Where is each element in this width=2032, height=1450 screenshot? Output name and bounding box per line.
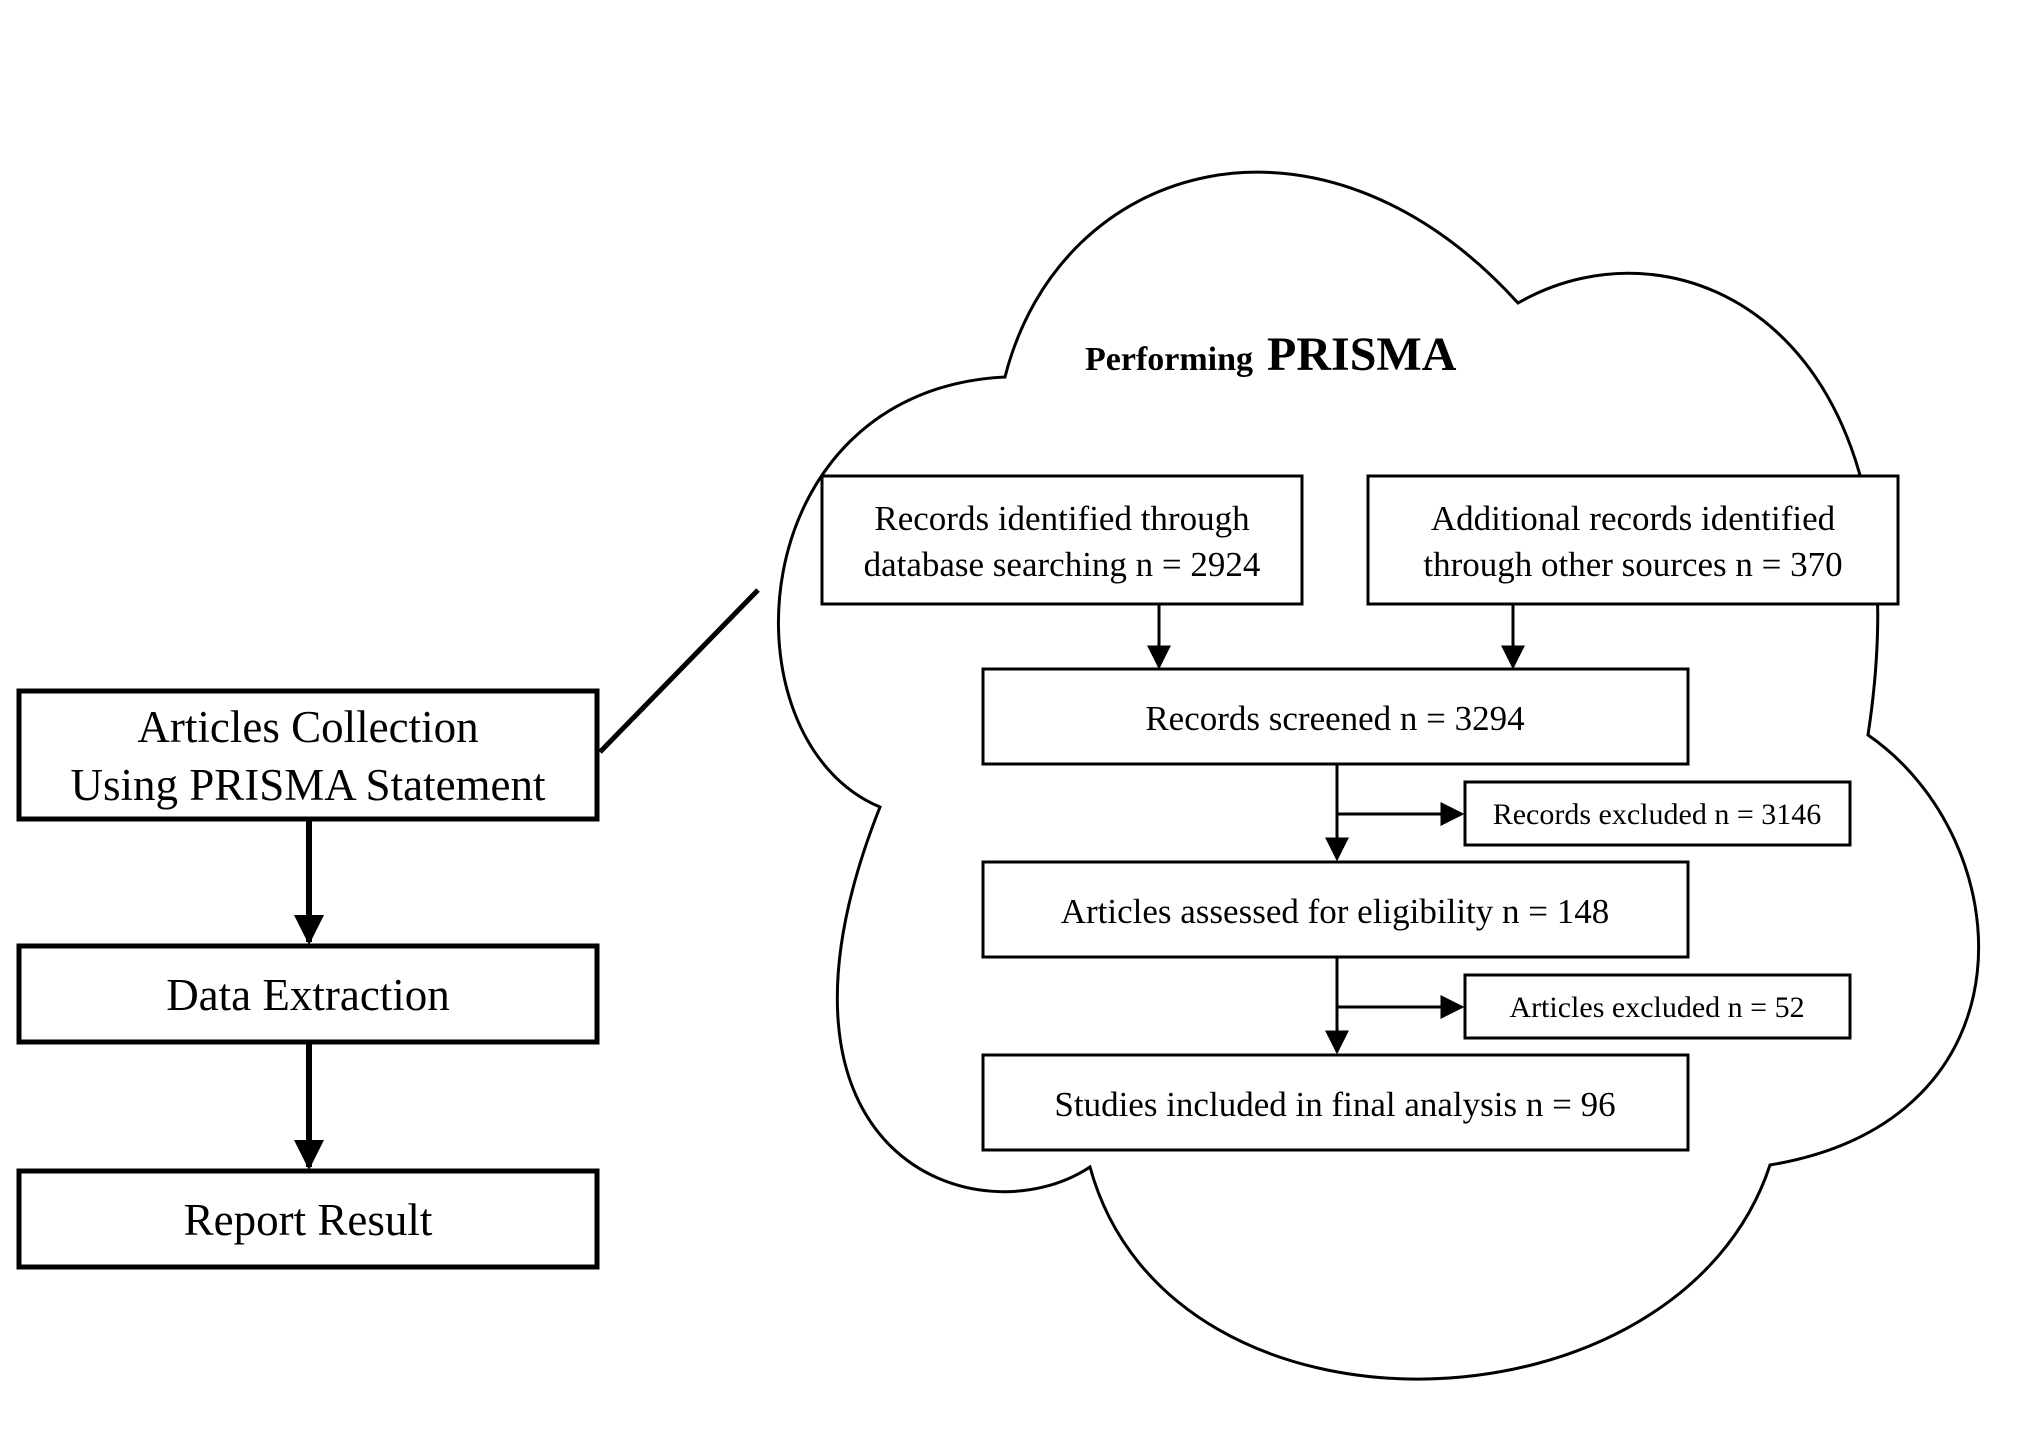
database-records-line2: database searching n = 2924: [864, 545, 1261, 584]
cloud-connector-line: [598, 588, 760, 754]
other-sources-line1: Additional records identified: [1431, 499, 1836, 538]
other-sources-line2: through other sources n = 370: [1423, 545, 1842, 584]
database-records-box: [820, 474, 1304, 606]
records-screened-label: Records screened n = 3294: [1145, 699, 1524, 738]
prisma-title: Performing PRISMA: [1085, 328, 1457, 381]
records-excluded-box: [1463, 780, 1852, 847]
cloud-shape: [776, 170, 1981, 1381]
articles-collection-line2: Using PRISMA Statement: [70, 760, 546, 810]
articles-collection-line1: Articles Collection: [137, 702, 478, 752]
other-sources-box: [1366, 474, 1900, 606]
studies-included-box: [981, 1053, 1690, 1152]
articles-excluded-box: [1463, 973, 1852, 1040]
data-extraction-label: Data Extraction: [166, 970, 450, 1020]
studies-included-label: Studies included in final analysis n = 9…: [1054, 1085, 1615, 1124]
prisma-title-main: PRISMA: [1267, 328, 1457, 381]
prisma-title-prefix: Performing: [1085, 341, 1253, 378]
records-excluded-label: Records excluded n = 3146: [1493, 798, 1822, 831]
articles-excluded-label: Articles excluded n = 52: [1509, 991, 1804, 1024]
report-result-box: [16, 1168, 600, 1270]
assessed-eligibility-box: [981, 860, 1690, 959]
data-extraction-box: [16, 943, 600, 1045]
database-records-line1: Records identified through: [874, 499, 1250, 538]
records-screened-box: [981, 667, 1690, 766]
report-result-label: Report Result: [184, 1195, 433, 1245]
assessed-eligibility-label: Articles assessed for eligibility n = 14…: [1061, 892, 1610, 931]
